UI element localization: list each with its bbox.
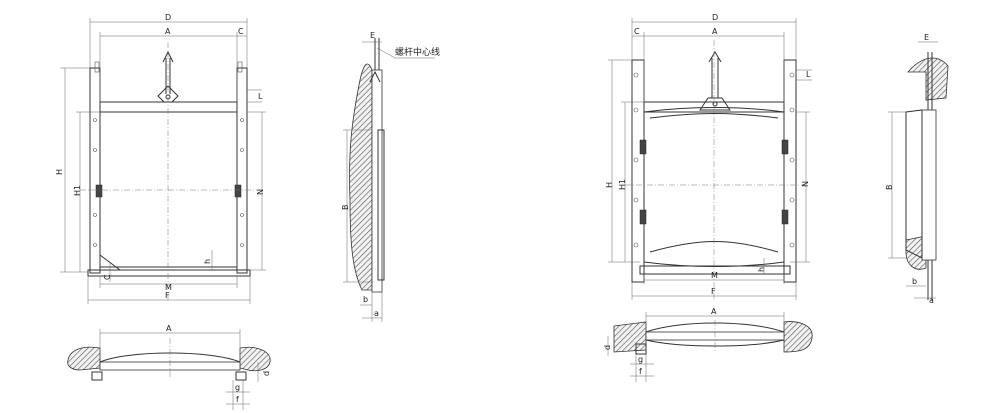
- r-dim-L: L: [806, 70, 811, 79]
- bottom-dim-f: f: [236, 395, 239, 404]
- r-side-frame: [921, 109, 937, 261]
- r-side-bottom-concrete: [905, 235, 927, 270]
- dim-h: h: [203, 259, 212, 264]
- dim-M: M: [165, 283, 172, 292]
- r-dim-h: h: [757, 267, 766, 272]
- r-dim-H: H: [605, 182, 614, 188]
- left-bottom-section: A d g f: [67, 324, 271, 410]
- r-side-dim-b: b: [912, 277, 917, 286]
- r-lifting-lug: [699, 97, 731, 111]
- r-bottom-dim-A: A: [711, 307, 717, 316]
- r-dim-F: F: [711, 287, 716, 296]
- r-dim-C: C: [634, 27, 640, 36]
- lifting-lug: [157, 85, 179, 103]
- top-beam: [99, 101, 238, 113]
- r-left-rail: [631, 59, 645, 283]
- bottom-dim-A: A: [166, 324, 172, 333]
- side-dim-B: B: [341, 205, 350, 211]
- right-bottom-section: A d g f: [603, 307, 813, 382]
- r-side-dim-E: E: [924, 33, 929, 42]
- stem-center-label: 螺杆中心线: [395, 46, 440, 58]
- side-dim-E: E: [370, 31, 375, 40]
- r-bottom-sill: [639, 265, 791, 275]
- dim-N: N: [255, 189, 264, 195]
- r-dim-D: D: [712, 13, 718, 22]
- r-side-dim-a: a: [929, 296, 934, 305]
- r-bottom-dim-d: d: [603, 345, 612, 350]
- dim-H: H: [55, 169, 64, 175]
- left-rail: [89, 67, 101, 274]
- r-bottom-dim-f: f: [639, 367, 642, 376]
- bottom-dim-g: g: [235, 383, 240, 392]
- side-dim-b: b: [363, 295, 368, 304]
- side-dim-a: a: [374, 309, 379, 318]
- left-side-view: E 螺杆中心线 B b a: [341, 31, 440, 322]
- r-bottom-dim-g: g: [638, 355, 643, 364]
- gate-leaf: [99, 111, 238, 268]
- left-front-view: D A C L H H1 N h C M F: [55, 13, 266, 304]
- side-concrete: [349, 63, 373, 291]
- dim-L: L: [258, 92, 263, 101]
- dim-H1: H1: [73, 185, 82, 196]
- right-side-view: E B b a: [885, 33, 949, 305]
- r-dim-M: M: [711, 271, 718, 280]
- side-frame: [371, 69, 383, 293]
- dim-F: F: [165, 291, 170, 300]
- dim-C: C: [238, 27, 244, 36]
- bottom-dim-d: d: [262, 371, 271, 376]
- r-gate-leaf: [643, 107, 785, 267]
- right-front-view: D C A L H H1 N h M F: [605, 13, 812, 300]
- right-rail: [236, 67, 248, 274]
- r-dim-H1: H1: [618, 179, 627, 190]
- r-dim-N: N: [800, 181, 809, 187]
- r-right-rail: [783, 59, 797, 283]
- dim-D: D: [165, 13, 171, 22]
- bottom-sill: [87, 269, 251, 277]
- dim-C-bottom: C: [103, 274, 112, 280]
- dim-A: A: [165, 27, 171, 36]
- r-dim-A: A: [712, 27, 718, 36]
- r-side-dim-B: B: [885, 185, 894, 191]
